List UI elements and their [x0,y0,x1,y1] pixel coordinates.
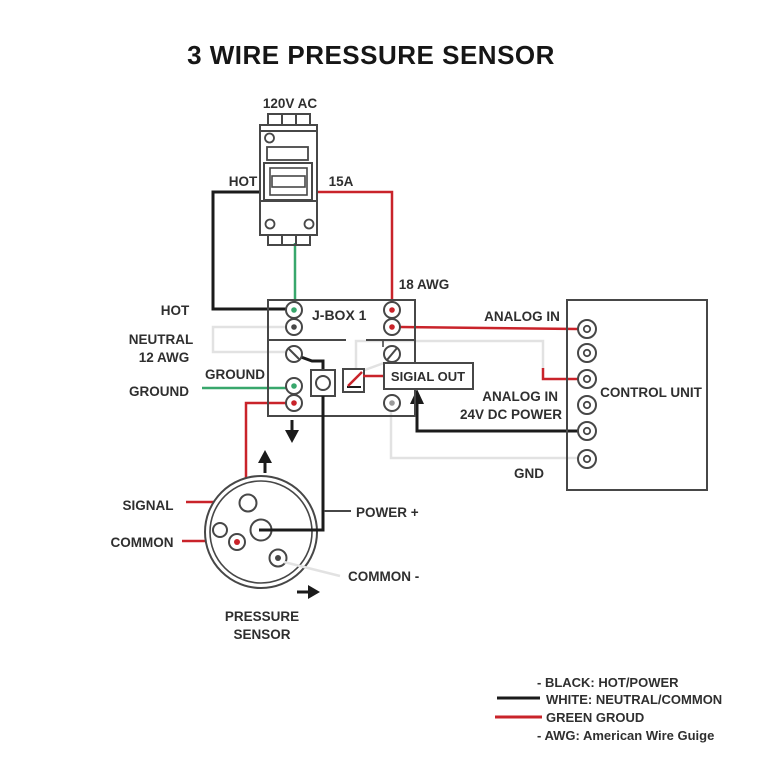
ground-wires [202,243,297,390]
terminal-analog-out-dot [389,324,395,330]
wire-neutral-loop [211,325,286,354]
sensor-terminal-signal [238,493,258,513]
signal-out-label: SIGIAL OUT [391,369,465,384]
terminal-gnd-out-dot [389,400,395,406]
jbox-components [310,368,385,416]
sensor-terminal-spare [212,522,228,538]
breaker-toggle [271,175,306,188]
wire-analog-in-white [354,339,545,369]
breaker-top-tabs [267,113,311,126]
jbox-label: J-BOX 1 [312,307,367,323]
cu-terminal-1-inner [582,324,592,334]
component-switch-lever [347,371,363,387]
breaker-screw-bl [264,218,276,230]
pressure-sensor [204,475,318,589]
black-wires [211,190,578,433]
arrowhead-down [285,430,299,443]
jbox-outline [267,299,416,417]
common-label: COMMON [111,535,174,550]
neutral-wires [211,325,578,460]
wire-power-plus [259,416,325,532]
sensor-terminal-common-dot [234,539,240,545]
ground-wire-label: GROUND [205,367,265,382]
sensor-name-line1: PRESSURE [225,609,299,624]
cu-terminal-6-inner [582,454,592,464]
arrowhead-up [258,450,272,463]
terminal-ground-dot [291,383,297,389]
breaker-rating-label: 15A [329,174,354,189]
wire-common-minus-lead [283,560,341,578]
hot-label: HOT [161,303,190,318]
gnd-label: GND [514,466,544,481]
sensor-terminal-common-minus-dot [275,555,281,561]
cu-terminal-5-inner [582,426,592,436]
legend-item-white: WHITE: NEUTRAL/COMMON [546,692,722,707]
control-unit-outline [566,299,708,491]
component-connector-port [315,375,331,391]
control-unit-terminals [577,319,597,469]
breaker-screw-top [264,132,275,144]
sensor-name-line2: SENSOR [233,627,290,642]
terminal-hot-dot [291,307,297,313]
terminal-signal-dot [291,400,297,406]
legend: - BLACK: HOT/POWER WHITE: NEUTRAL/COMMON… [495,675,722,743]
wire-gnd [389,412,578,460]
breaker-voltage-label: 120V AC [263,96,318,111]
wire-terminal-to-switch [361,361,385,373]
awg18-label: 18 AWG [399,277,450,292]
wire-24v-dc [415,400,578,433]
signal-out-box [383,362,474,390]
analog-in-label: ANALOG IN [482,389,558,404]
wire-terminal-to-component [300,355,325,370]
analog-in-top-label: ANALOG IN [484,309,560,324]
arrowhead-24v-up [410,389,424,404]
wire-signal-drop [244,401,286,494]
awg12-label: 12 AWG [139,350,190,365]
wire-analog-in-top [399,325,579,331]
red-wires [182,190,579,543]
neutral-label: NEUTRAL [129,332,194,347]
box-outlines [259,113,708,491]
jbox-terminals [285,301,401,412]
control-unit-label: CONTROL UNIT [600,385,702,400]
cu-terminal-4-inner [582,400,592,410]
cu-terminal-3-inner [582,374,592,384]
dc-power-label: 24V DC POWER [460,407,562,422]
wire-hot-in [211,190,287,311]
breaker-screw-br [303,218,315,230]
breaker-window [266,146,309,161]
legend-item-black: - BLACK: HOT/POWER [537,675,679,690]
wire-15a-hot [317,190,394,303]
arrowhead-right [308,585,320,599]
terminal-neutral-dot [291,324,297,330]
power-plus-label: POWER + [356,505,419,520]
diagram-title: 3 WIRE PRESSURE SENSOR [187,40,555,70]
breaker-bottom-tabs [267,234,311,246]
cu-terminal-2-inner [582,348,592,358]
legend-item-green: GREEN GROUD [546,710,644,725]
breaker-switch-inner [269,167,308,196]
breaker-hot-label: HOT [229,174,258,189]
terminal-12awg-slot [288,348,300,360]
common-minus-label: COMMON - [348,569,419,584]
terminal-18awg-dot [389,307,395,313]
terminal-slash-slot [386,347,398,361]
legend-item-awg: - AWG: American Wire Guige [537,728,714,743]
ground-label: GROUND [129,384,189,399]
signal-label: SIGNAL [122,498,173,513]
